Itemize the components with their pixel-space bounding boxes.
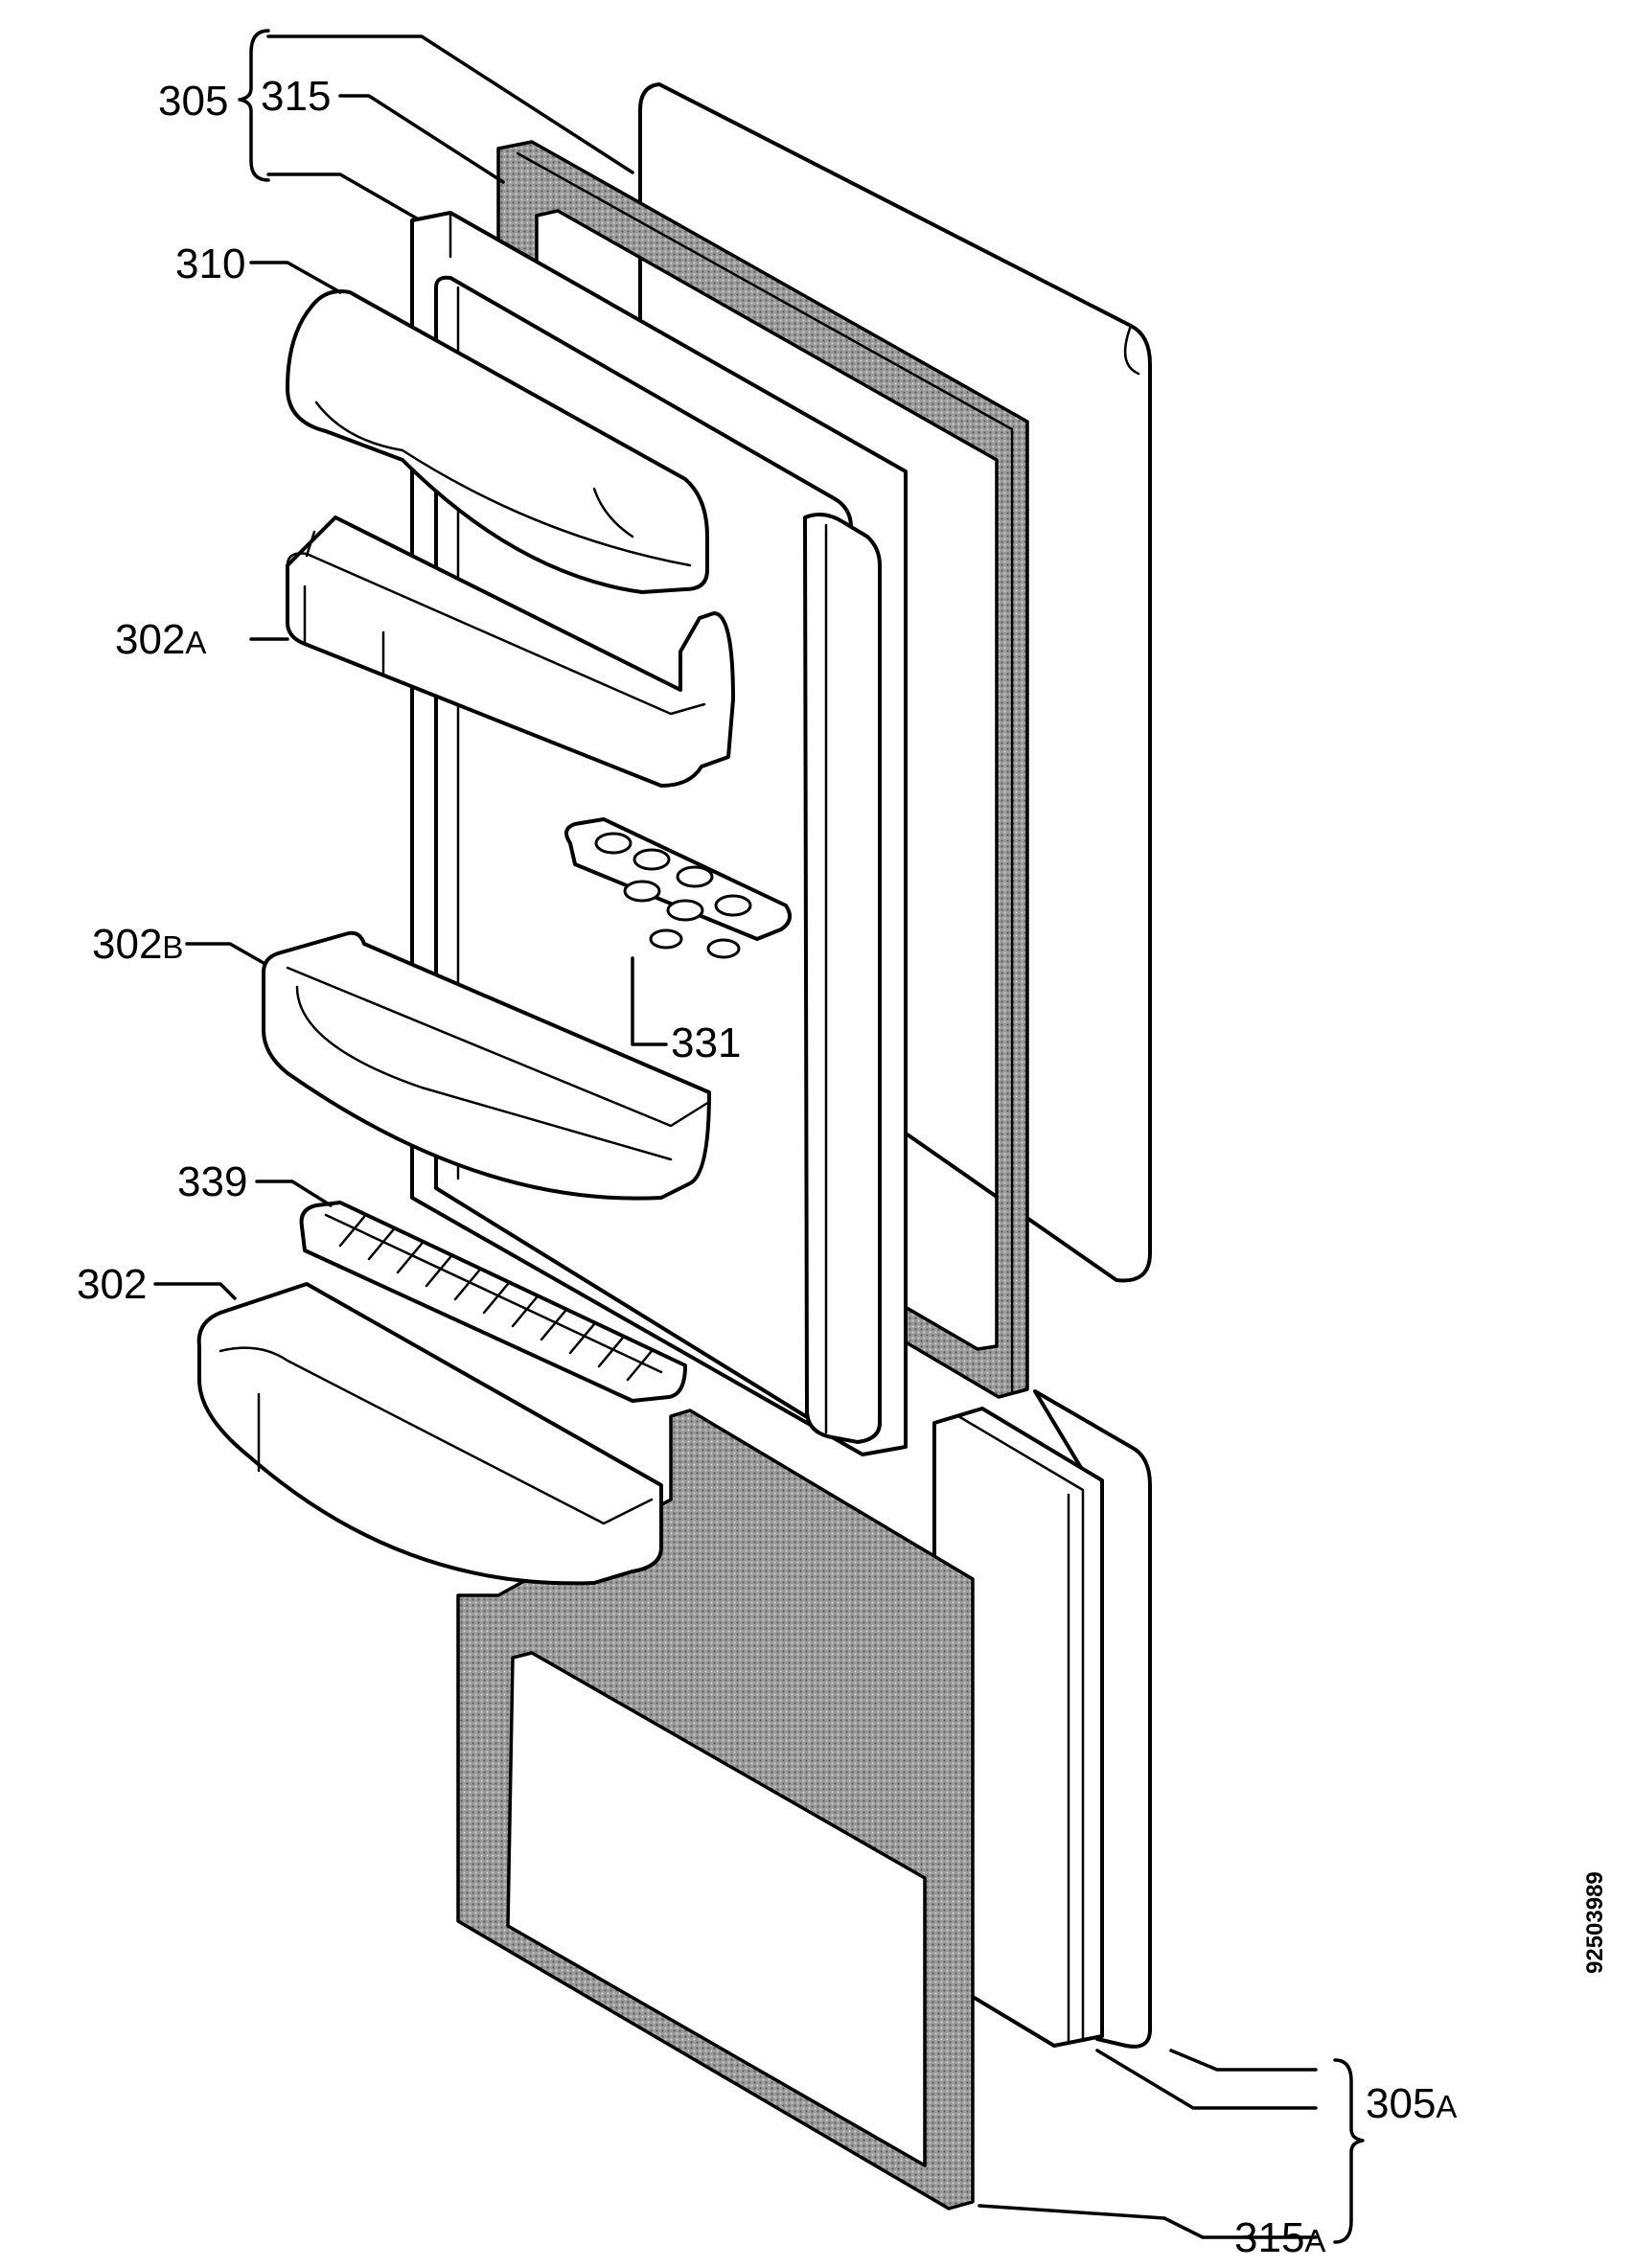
egg-cup-6 — [714, 894, 752, 917]
label-305: 305 — [158, 78, 228, 125]
door-shelf-302b — [262, 930, 711, 1201]
egg-cup-4 — [623, 880, 661, 903]
label-339: 339 — [177, 1158, 247, 1205]
leader-lines — [153, 29, 1365, 2244]
egg-cup-7 — [649, 928, 683, 950]
document-code: 92503989 — [1582, 1871, 1608, 1974]
label-310: 310 — [175, 241, 245, 287]
dairy-compartment-lid — [286, 289, 709, 594]
egg-cup-1 — [594, 832, 632, 855]
label-305a: 305A — [1366, 2080, 1457, 2127]
egg-tray — [564, 817, 792, 959]
egg-cup-3 — [676, 865, 714, 888]
label-315: 315 — [261, 73, 331, 120]
label-302b: 302B — [92, 921, 183, 968]
label-331: 331 — [671, 1019, 741, 1066]
part-labels: 305 315 310 302A 302B 331 339 302 305A 3… — [77, 73, 1457, 2261]
label-302a: 302A — [115, 616, 206, 663]
label-315a: 315A — [1234, 2214, 1325, 2261]
egg-cup-8 — [706, 938, 741, 959]
door-shelf-302 — [196, 1282, 663, 1586]
egg-cup-2 — [632, 848, 671, 871]
label-302: 302 — [77, 1261, 147, 1308]
egg-cup-5 — [666, 899, 704, 922]
bottle-retainer-grid — [299, 1201, 687, 1403]
door-shelf-302a — [286, 515, 735, 788]
